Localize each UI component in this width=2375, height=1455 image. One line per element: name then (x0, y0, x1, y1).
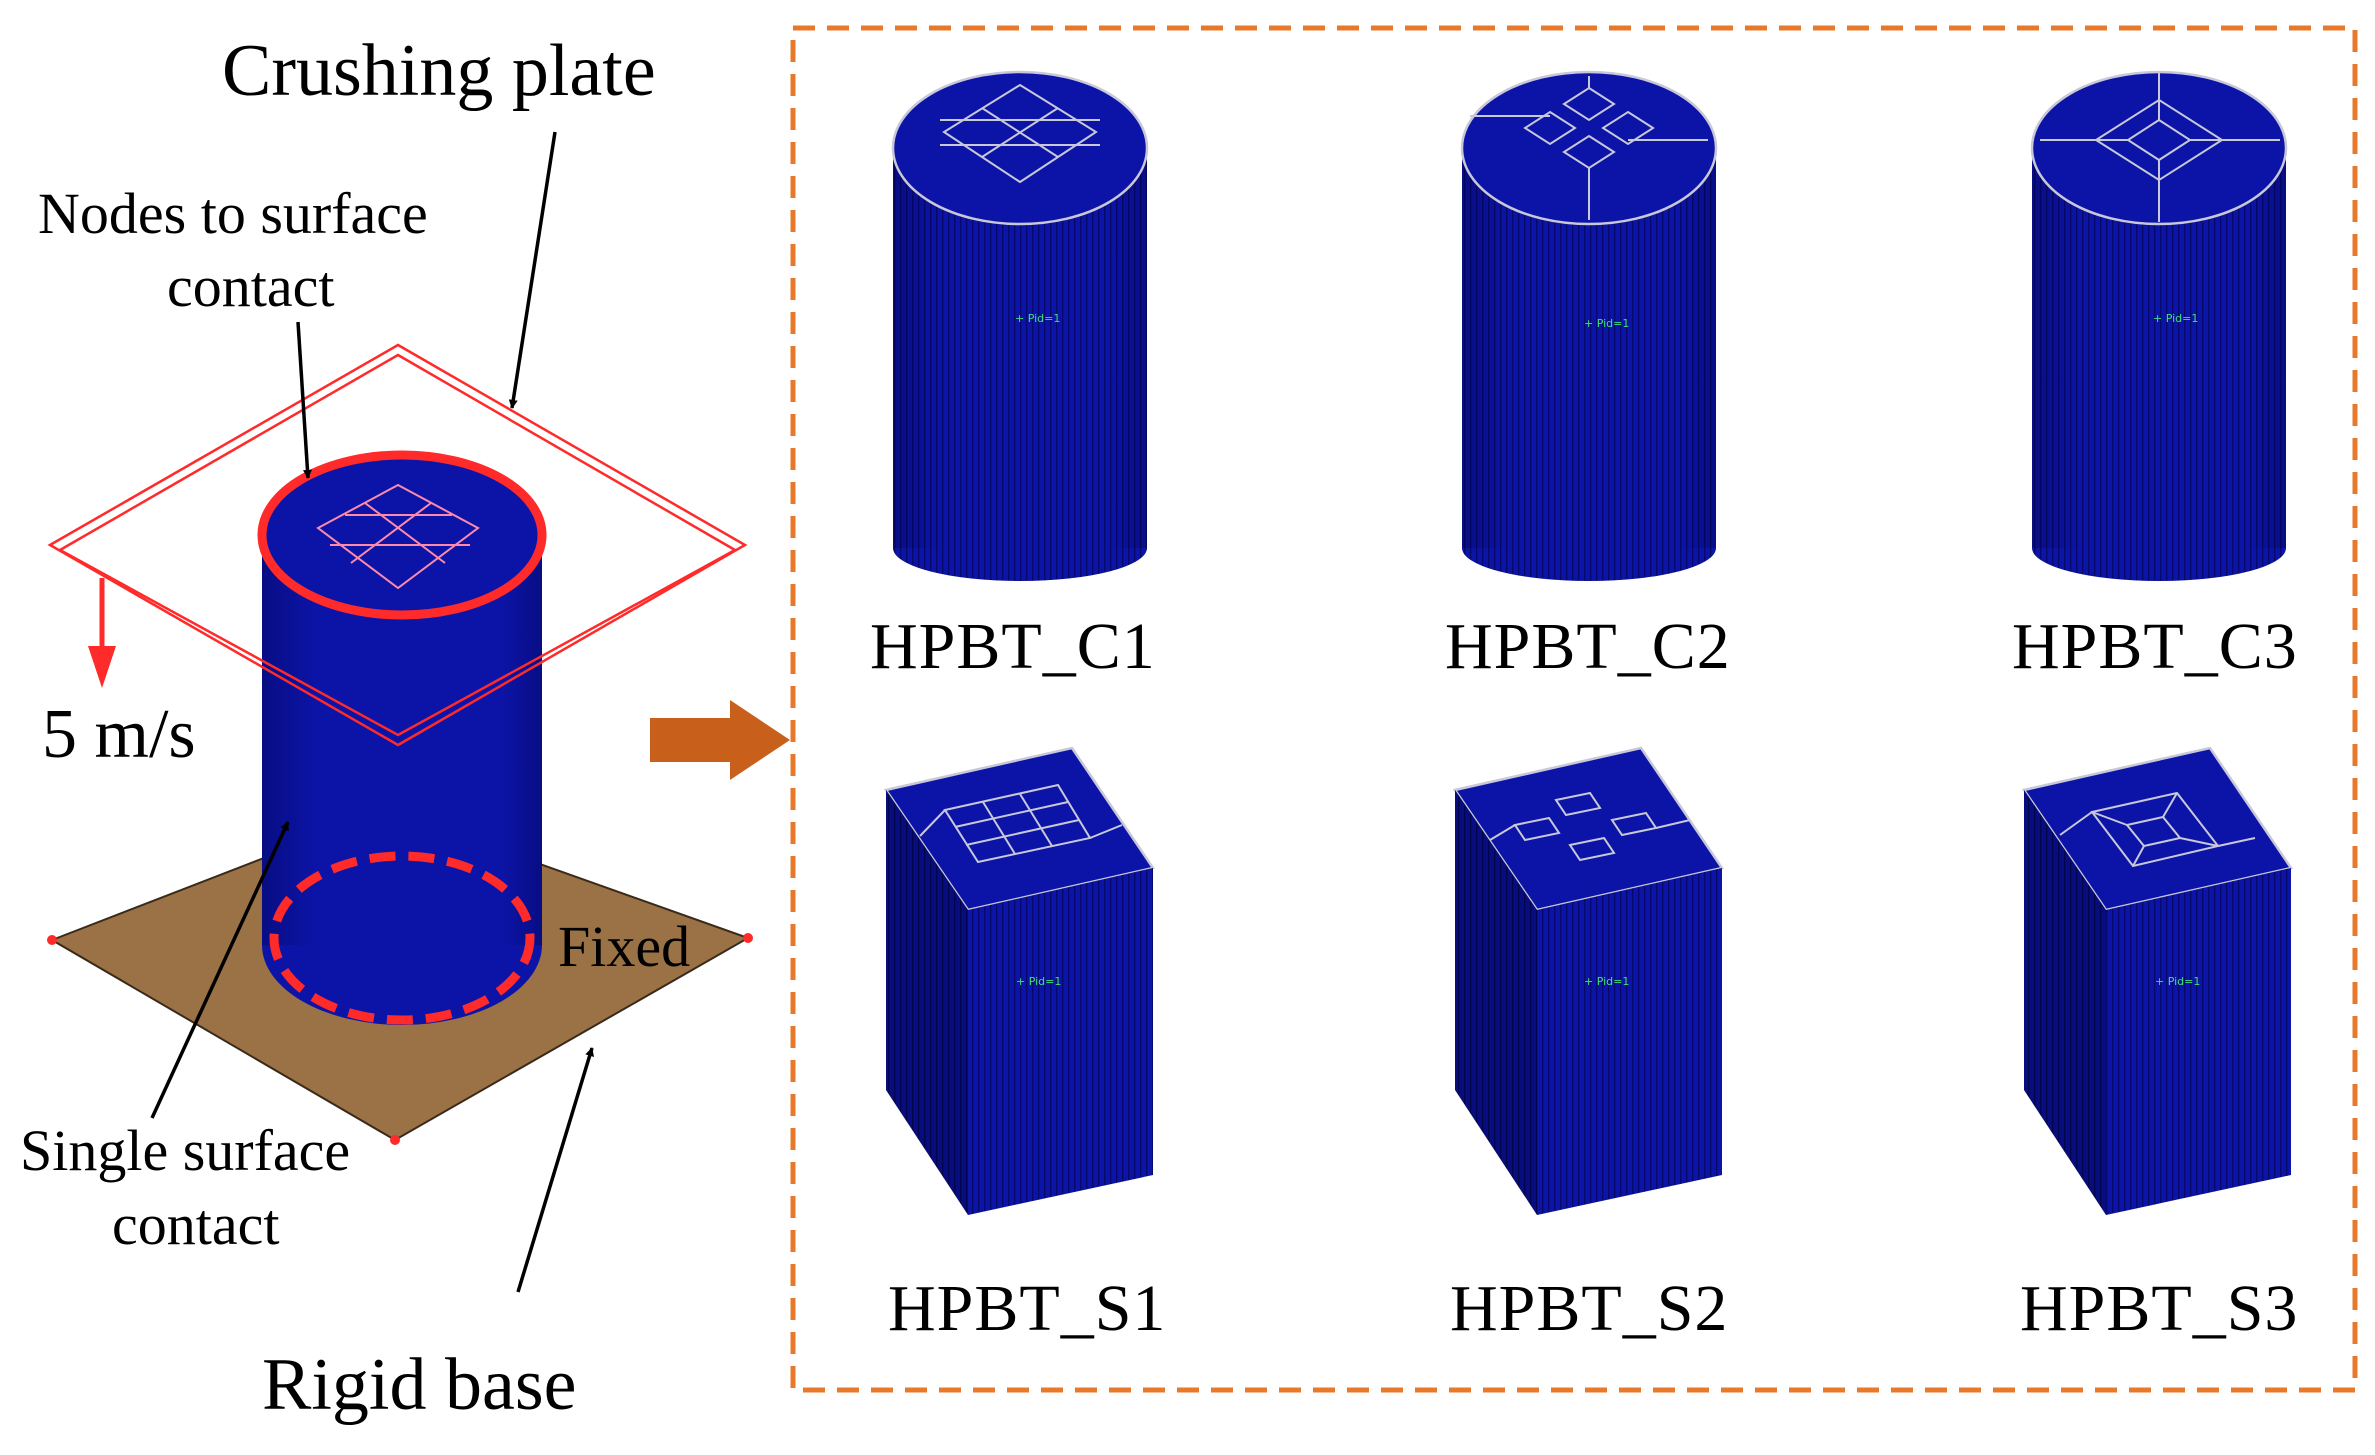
top-grid (316, 483, 480, 590)
nodes-contact-label-line2: contact (167, 254, 335, 319)
pid-marker-s2: + Pid=1 (1584, 975, 1630, 988)
single-contact-label-line2: contact (112, 1192, 280, 1257)
model-hpbt-c2 (1460, 70, 1718, 581)
pid-marker-c1: + Pid=1 (1015, 312, 1061, 325)
velocity-arrow (88, 578, 116, 688)
pid-marker-s1: + Pid=1 (1016, 975, 1062, 988)
top-contact-ring (257, 450, 547, 620)
pid-marker-s3: + Pid=1 (2155, 975, 2201, 988)
transition-arrow (650, 700, 790, 780)
model-label-c2: HPBT_C2 (1445, 610, 1731, 683)
model-label-s3: HPBT_S3 (2020, 1272, 2299, 1345)
plate-callout-arrow (508, 131, 557, 409)
single-contact-label-line1: Single surface (20, 1118, 351, 1183)
nodes-contact-callout-arrow (296, 321, 312, 479)
bottom-contact-ring (269, 851, 535, 1025)
velocity-label: 5 m/s (42, 696, 196, 773)
base-callout-arrow (516, 1047, 594, 1293)
model-hpbt-s3 (2021, 746, 2294, 1215)
pid-marker-c3: + Pid=1 (2153, 312, 2199, 325)
crushing-plate (47, 343, 748, 747)
model-hpbt-s1 (883, 746, 1156, 1215)
simulation-setup (47, 131, 753, 1293)
pid-marker-c2: + Pid=1 (1584, 317, 1630, 330)
model-hpbt-s2 (1452, 746, 1725, 1215)
fixed-label: Fixed (558, 914, 691, 979)
model-label-s1: HPBT_S1 (888, 1272, 1167, 1345)
test-tube (257, 450, 547, 1025)
model-label-c1: HPBT_C1 (870, 610, 1156, 683)
model-label-s2: HPBT_S2 (1450, 1272, 1729, 1345)
crushing-plate-label: Crushing plate (222, 30, 656, 112)
model-hpbt-c3 (2030, 70, 2288, 581)
nodes-contact-label-line1: Nodes to surface (38, 181, 428, 246)
single-contact-callout-arrow (150, 821, 290, 1119)
model-hpbt-c1 (891, 70, 1149, 581)
model-label-c3: HPBT_C3 (2012, 610, 2298, 683)
rigid-base-label: Rigid base (262, 1344, 577, 1426)
